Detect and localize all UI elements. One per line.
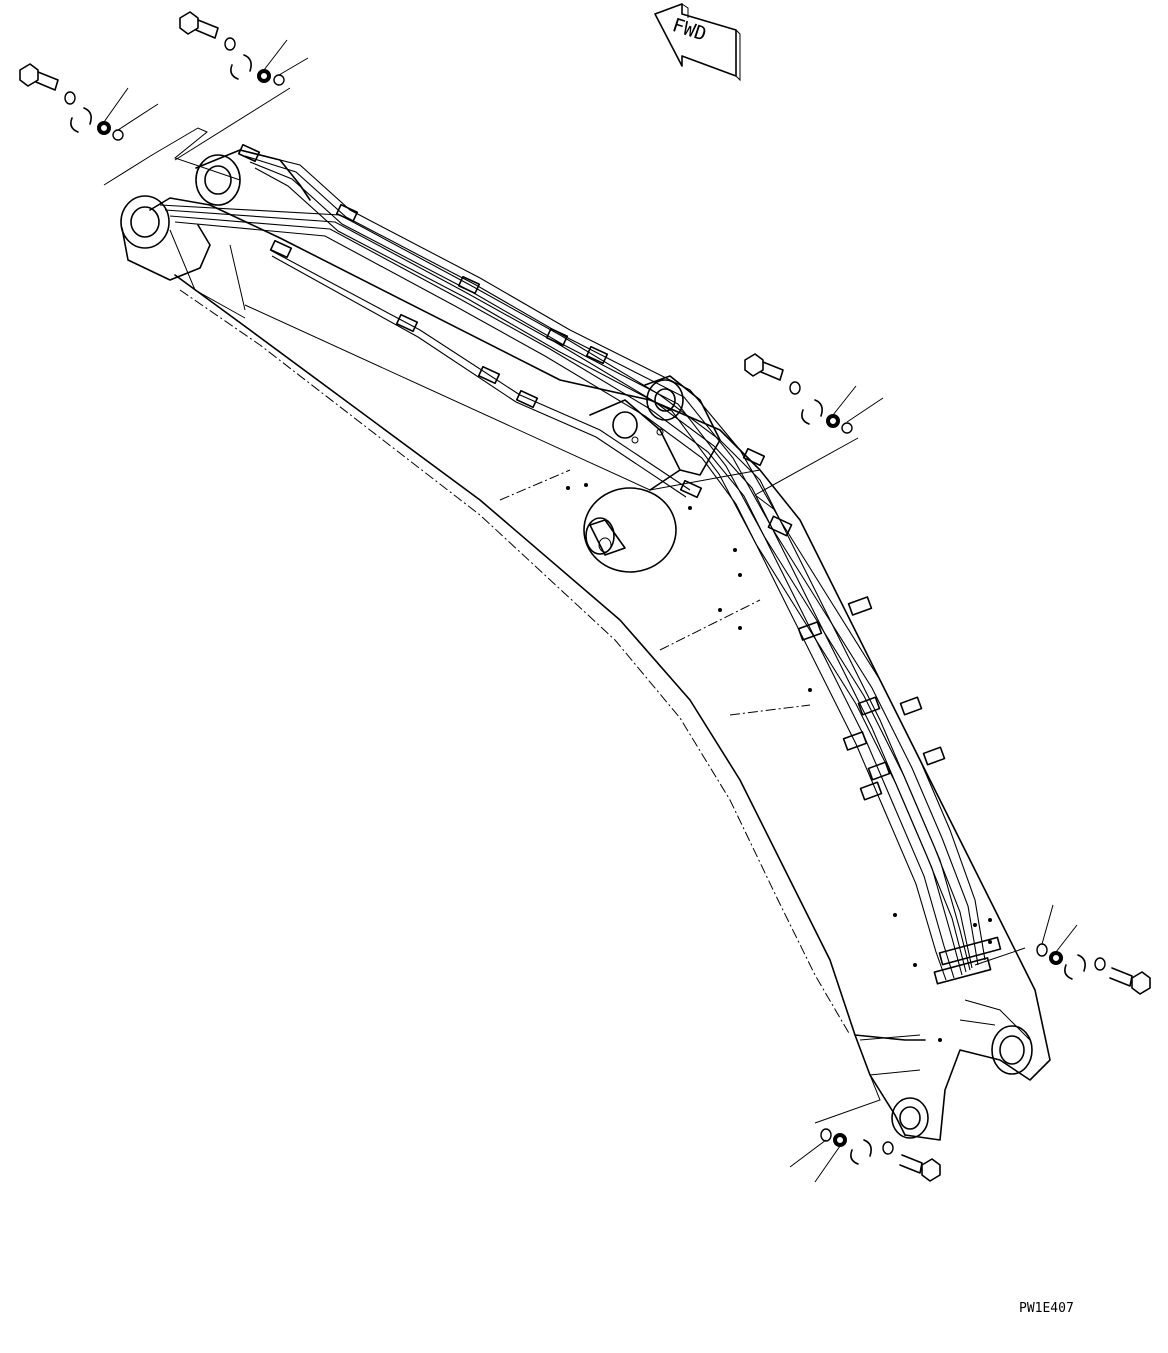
cylinder-bracket	[589, 375, 721, 491]
bolt-dots	[566, 483, 992, 1042]
fwd-label: FWD	[670, 14, 709, 46]
pin-set-top-left-inner	[174, 11, 309, 161]
boom-body	[149, 197, 1051, 1141]
pin-set-middle	[744, 353, 884, 511]
pin-set-bottom	[789, 1074, 941, 1183]
fwd-direction-arrow: FWD	[654, 3, 741, 82]
boom-foot-pin-boss	[891, 999, 1033, 1139]
pin-set-lower-right	[974, 904, 1151, 995]
drawing-number: PW1E407	[1019, 1301, 1074, 1316]
cylinder-boss	[583, 487, 677, 573]
hydraulic-hoses	[159, 149, 986, 981]
hose-clamps	[237, 143, 1002, 985]
pin-set-top-left-outer	[19, 63, 241, 186]
